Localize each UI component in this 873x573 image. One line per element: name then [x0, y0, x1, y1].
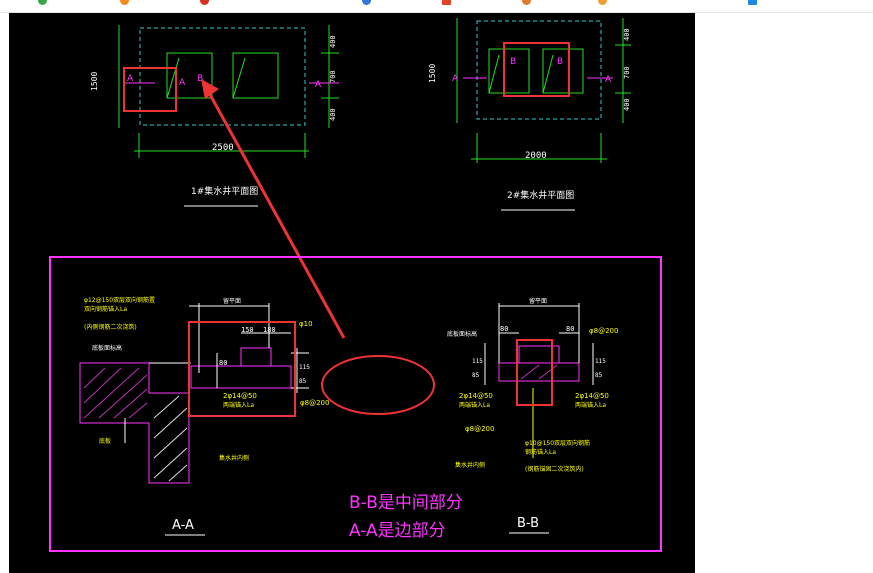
aa-rebar-phi10: φ10 — [299, 320, 313, 328]
pit-cell-1a — [166, 52, 213, 99]
bb-rebar-phi8-top: φ8@200 — [589, 327, 618, 335]
aa-dim-150: 150 — [241, 326, 254, 334]
plan2-width-dim: 2000 — [525, 151, 547, 161]
bb-rebar-2phi14-right: 2φ14@50 — [575, 392, 609, 400]
aa-rebar-anchor: 两端锚入La — [223, 401, 254, 409]
bb-rebar-anchor-la: 钢筋锚入La — [525, 448, 556, 456]
highlight-box-plan2 — [503, 42, 570, 97]
aa-ground-beam — [190, 365, 292, 389]
aa-dim-115: 115 — [299, 364, 310, 371]
browser-toolbar — [0, 0, 873, 13]
aa-base-label: 底板 — [99, 437, 111, 445]
plan-2: A B B A 2000 1500 400 700 400 2#集水井平面图 — [428, 18, 631, 211]
plan2-dim-r1: 400 — [623, 28, 631, 41]
aa-note-1: φ12@150双层双向钢筋置 — [84, 296, 155, 304]
bb-dim-80-right: 80 — [566, 325, 574, 333]
plan1-title: 1#集水井平面图 — [191, 185, 258, 197]
plan1-height-dim: 1500 — [90, 72, 99, 91]
pointer-arrow — [201, 79, 346, 339]
aa-title: A-A — [172, 518, 194, 533]
aa-inner-label: 集水井内侧 — [219, 454, 249, 462]
blue-app-icon[interactable] — [362, 0, 371, 5]
bb-rebar-phi10: φ10@150双层双向钢筋 — [525, 439, 590, 447]
plan-1: A A B A 2500 1500 400 700 400 1#集水井平面图 — [90, 25, 339, 207]
plan1-dim-r1: 400 — [329, 35, 337, 48]
plan1-dim-r2: 700 — [329, 70, 337, 83]
plan1-mark-a-left: A — [127, 74, 134, 84]
bb-slab-label: 底板面标高 — [447, 330, 477, 338]
aa-dim-180: 180 — [263, 326, 276, 334]
highlight-box-plan1 — [123, 67, 177, 112]
bb-title: B-B — [517, 516, 539, 531]
multicolor-app-icon[interactable] — [522, 0, 531, 5]
red-app-icon[interactable] — [200, 0, 209, 5]
bb-rebar-note: (钢筋锚固二次浇筑内) — [525, 465, 584, 473]
pit-cell-1b — [232, 52, 279, 99]
highlight-box-section-bb — [516, 339, 553, 406]
aa-dim-85: 85 — [299, 378, 307, 385]
aa-slab-label: 底板面标高 — [92, 344, 122, 352]
plan2-mark-a-left: A — [452, 74, 459, 84]
plan1-mark-a-right: A — [315, 80, 322, 90]
aa-note-3: (内侧钢筋二次浇筑) — [84, 323, 137, 331]
aa-wall-outline — [79, 362, 190, 484]
pit-outline-2 — [476, 20, 602, 120]
aa-top-label: 留平面 — [223, 297, 241, 305]
bb-ground-beam — [498, 362, 580, 382]
bb-dim-85-left: 85 — [472, 372, 480, 379]
blue-square-app-icon[interactable] — [748, 0, 757, 5]
bb-top-label: 留平面 — [529, 297, 547, 305]
pit-cell-2a — [488, 48, 530, 94]
plan2-mark-b-left: B — [510, 57, 516, 67]
plan2-height-dim: 1500 — [428, 64, 437, 83]
plan1-mark-b: B — [197, 74, 203, 84]
sections-frame — [49, 256, 662, 552]
plan1-width-dim: 2500 — [212, 143, 234, 153]
section-bb: 底板面标高 留平面 80 80 115 85 115 85 φ8@200 2φ1… — [447, 297, 618, 534]
highlight-ellipse — [321, 355, 435, 415]
plan1-dim-r3: 400 — [329, 108, 337, 121]
green-app-icon[interactable] — [38, 0, 47, 5]
bb-rebar-2phi14-left: 2φ14@50 — [459, 392, 493, 400]
pit-cell-2b — [542, 48, 584, 94]
orange-app-icon[interactable] — [120, 0, 129, 5]
bb-rebar-anchor-right: 两端锚入La — [575, 401, 606, 409]
aa-note-2: 双向钢筋锚入La — [84, 305, 127, 313]
aa-dim-80: 80 — [219, 359, 227, 367]
plan2-mark-b-right: B — [557, 57, 563, 67]
plan2-title: 2#集水井平面图 — [507, 189, 574, 201]
annotation-line-2: A-A是边部分 — [349, 521, 446, 541]
bb-dim-80-left: 80 — [500, 325, 508, 333]
bb-dim-85-right: 85 — [595, 372, 603, 379]
section-aa: φ12@150双层双向钢筋置 双向钢筋锚入La (内侧钢筋二次浇筑) 底板面标高… — [79, 296, 329, 536]
red-square-app-icon[interactable] — [442, 0, 451, 5]
plan2-mark-a-right: A — [605, 75, 612, 85]
plan2-dim-r3: 400 — [623, 98, 631, 111]
bb-inner-label: 集水井内侧 — [455, 461, 485, 469]
cad-drawing-canvas: A A B A 2500 1500 400 700 400 1#集水井平面图 A… — [9, 13, 695, 573]
plan2-dim-r2: 700 — [623, 66, 631, 79]
bb-dim-115-right: 115 — [595, 358, 606, 365]
aa-rebar-phi8: φ8@200 — [300, 399, 329, 407]
pit-outline-1 — [139, 27, 306, 126]
highlight-box-section-aa — [188, 321, 296, 417]
annotation-line-1: B-B是中间部分 — [349, 493, 463, 513]
bb-rebar-phi8-bottom: φ8@200 — [465, 425, 494, 433]
cad-drawing: A A B A 2500 1500 400 700 400 1#集水井平面图 A… — [49, 18, 662, 552]
bb-rebar-anchor-left: 两端锚入La — [459, 401, 490, 409]
orange-circle-app-icon[interactable] — [598, 0, 607, 5]
aa-rebar-2phi14: 2φ14@50 — [223, 392, 257, 400]
plan1-mark-a-inner: A — [179, 78, 186, 88]
bb-dim-115-left: 115 — [472, 358, 483, 365]
